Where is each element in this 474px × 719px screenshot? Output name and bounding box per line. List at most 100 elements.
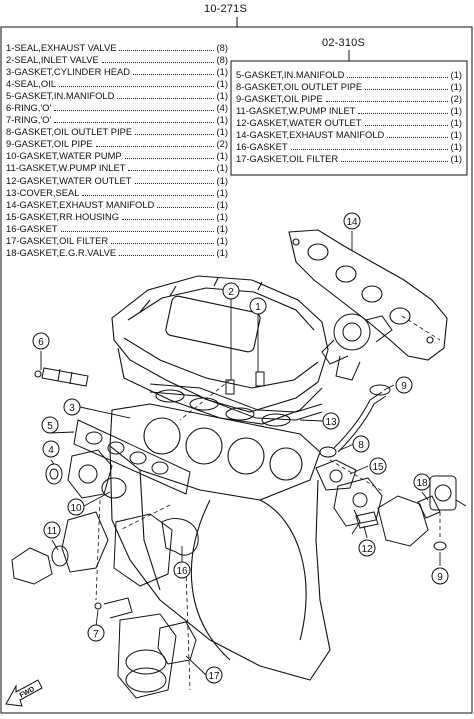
part-label: 13-COVER,SEAL (6, 186, 80, 198)
parts-list-row: 3-GASKET,CYLINDER HEAD(1) (6, 66, 228, 78)
part-quantity: (1) (216, 162, 228, 174)
callout-6: 6 (32, 332, 50, 350)
part-quantity: (8) (216, 42, 228, 53)
svg-text:2: 2 (228, 287, 234, 298)
svg-text:17: 17 (208, 671, 220, 682)
parts-list-row: 18-GASKET,E.G.R.VALVE(1) (6, 247, 228, 259)
part-label: 16-GASKET (236, 141, 288, 153)
parts-list-row: 2-SEAL,INLET VALVE(8) (6, 54, 228, 66)
part-label: 2-SEAL,INLET VALVE (6, 54, 99, 66)
parts-list-row: 11-GASKET,W.PUMP INLET (1) (6, 162, 228, 174)
oil-seal (45, 463, 63, 485)
part-label: 8-GASKET,OIL OUTLET PIPE (6, 126, 133, 138)
dashed-leaders (95, 315, 441, 691)
svg-text:9: 9 (437, 572, 443, 583)
part-quantity: (1) (216, 186, 228, 198)
svg-text:14: 14 (346, 217, 358, 228)
dot-leader (124, 158, 214, 160)
parts-list-row: 12-GASKET,WATER OUTLET(1) (6, 175, 228, 187)
svg-text:10: 10 (70, 503, 82, 514)
part-quantity: (1) (450, 117, 462, 129)
part-quantity: (1) (450, 69, 462, 80)
dot-leader (111, 242, 214, 244)
part-label: 4-SEAL,OIL (6, 78, 57, 90)
part-quantity: (1) (216, 246, 228, 258)
callout-15: 15 (369, 457, 387, 475)
dot-leader (122, 218, 214, 220)
parts-list-row: 12-GASKET,WATER OUTLET(1) (236, 117, 462, 129)
dot-leader (134, 182, 214, 184)
rear-housing-gasket (315, 459, 357, 491)
valve-cover-seal (149, 383, 323, 427)
o-ring-7 (94, 597, 133, 619)
part-quantity: (2) (216, 138, 228, 150)
svg-text:7: 7 (93, 629, 99, 640)
water-outlet (333, 477, 383, 535)
dot-leader (54, 110, 214, 112)
part-label: 9-GASKET,OIL PIPE (236, 93, 323, 105)
oil-filter-gasket (157, 621, 197, 665)
parts-list-row: 8-GASKET,OIL OUTLET PIPE(1) (6, 126, 228, 138)
parts-list-row: 14-GASKET,EXHAUST MANIFOLD(1) (236, 129, 462, 141)
part-label: 3-GASKET,CYLINDER HEAD (6, 66, 130, 78)
dot-leader (54, 122, 214, 124)
svg-text:13: 13 (325, 417, 337, 428)
callout-3: 3 (63, 398, 81, 416)
part-label: 17-GASKET,OIL FILTER (6, 234, 109, 246)
part-label: 6-RING,'O' (6, 102, 52, 114)
callout-5: 5 (41, 416, 59, 434)
parts-list-row: 1-SEAL,EXHAUST VALVE(8) (6, 42, 228, 54)
part-label: 9-GASKET,OIL PIPE (6, 138, 93, 150)
part-label: 11-GASKET,W.PUMP INLET (236, 105, 356, 117)
parts-list-row: 9-GASKET,OIL PIPE(2) (236, 93, 462, 105)
parts-list-row: 6-RING,'O'(4) (6, 102, 228, 114)
part-label: 12-GASKET,WATER OUTLET (6, 174, 132, 186)
sub-code: 02-310S (322, 37, 365, 49)
part-quantity: (1) (450, 105, 462, 117)
main-parts-list: 1-SEAL,EXHAUST VALVE(8)2-SEAL,INLET VALV… (6, 42, 228, 259)
dot-leader (347, 77, 448, 78)
dot-leader (135, 134, 214, 136)
parts-list-row: 9-GASKET,OIL PIPE (2) (6, 138, 228, 150)
engine-block (109, 403, 331, 681)
callout-9-lower: 9 (431, 567, 449, 585)
part-label: 15-GASKET,RR.HOUSING (6, 210, 120, 222)
fwd-label: FWD (19, 686, 36, 700)
dot-leader (82, 194, 214, 196)
water-pump (67, 449, 113, 499)
parts-list-row: 10-GASKET,WATER PUMP(1) (6, 150, 228, 162)
svg-text:8: 8 (358, 440, 364, 451)
part-label: 11-GASKET,W.PUMP INLET (6, 162, 126, 174)
main-code: 10-271S (204, 3, 247, 15)
dot-leader (325, 101, 448, 103)
dot-leader (128, 170, 214, 172)
part-quantity: (1) (216, 222, 228, 234)
svg-text:4: 4 (48, 445, 54, 456)
part-label: 17-GASKET,OIL FILTER (236, 153, 339, 165)
part-quantity: (1) (450, 153, 462, 165)
part-label: 5-GASKET,IN.MANIFOLD (236, 69, 345, 80)
intake-manifold-gasket (73, 419, 191, 495)
part-quantity: (1) (450, 129, 462, 141)
callout-leaders (40, 231, 441, 676)
parts-list-row: 5-GASKET,IN.MANIFOLD(1) (6, 90, 228, 102)
svg-text:5: 5 (47, 421, 53, 432)
dot-leader (119, 50, 214, 51)
cylinder-head (111, 275, 329, 425)
callout-4: 4 (42, 440, 60, 458)
callout-14: 14 (343, 212, 361, 230)
water-outlet-gasket (355, 511, 379, 529)
part-label: 10-GASKET,WATER PUMP (6, 150, 122, 162)
dot-leader (133, 74, 214, 76)
fwd-arrow: FWD (5, 679, 43, 707)
exhaust-manifold-gasket (288, 229, 448, 361)
turbocharger (321, 313, 393, 381)
parts-list-row: 13-COVER,SEAL (1) (6, 187, 228, 199)
part-quantity: (1) (450, 141, 462, 153)
gasket-16 (161, 518, 199, 556)
dot-leader (157, 206, 214, 208)
parts-list-row: 16-GASKET(1) (6, 223, 228, 235)
parts-list-row: 4-SEAL,OIL(1) (6, 78, 228, 90)
oil-filter-housing (113, 513, 177, 699)
